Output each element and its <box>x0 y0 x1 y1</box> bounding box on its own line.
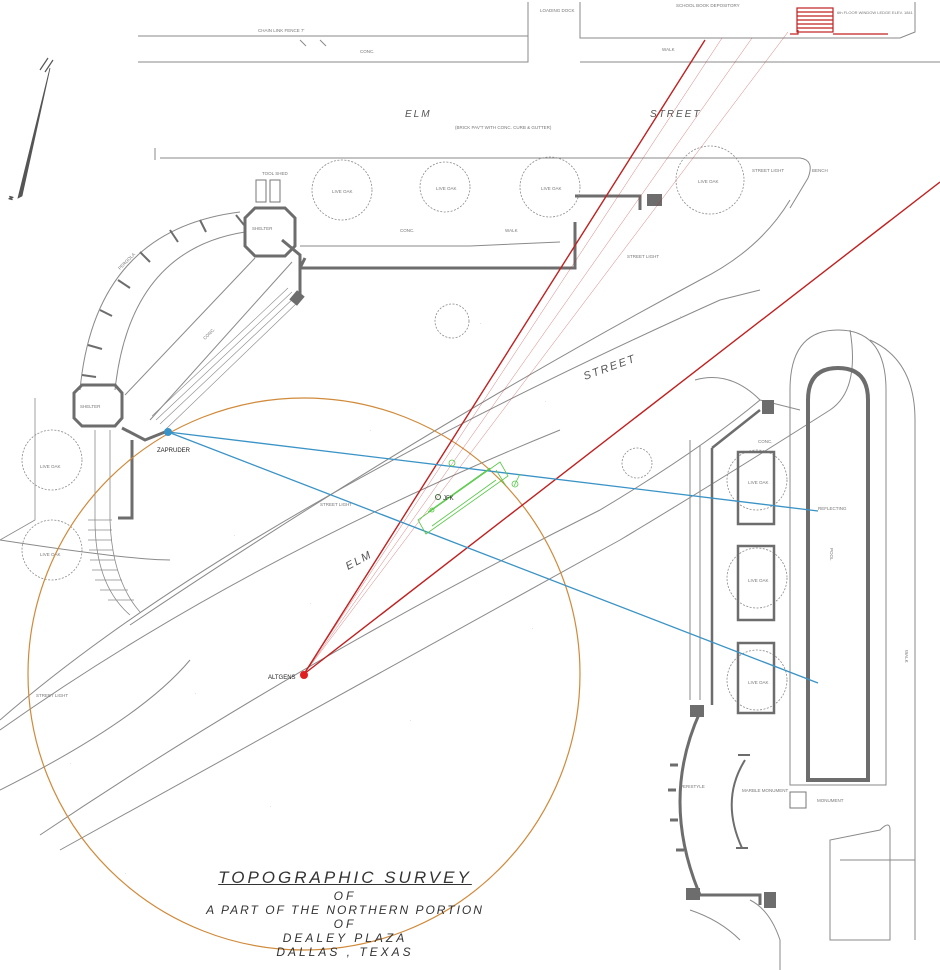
title-line-6: DALLAS , TEXAS <box>276 945 414 959</box>
svg-text:·: · <box>70 761 72 766</box>
wall-block <box>647 194 662 206</box>
marble-monument-label: MARBLE MONUMENT <box>742 788 789 793</box>
bench-label: BENCH <box>812 168 828 173</box>
conc-walk-label: CONC. <box>400 228 415 233</box>
fence-label: CHAIN LINK FENCE 7' <box>258 28 305 33</box>
trees <box>21 145 788 711</box>
live-oak-label-6: LIVE OAK <box>40 552 61 557</box>
live-oak-label-9: LIVE OAK <box>748 680 769 685</box>
pergola-walkway <box>124 257 301 431</box>
svg-text:·: · <box>410 718 412 723</box>
reflecting-label: REFLECTING <box>818 506 847 511</box>
walk-mid-label: WALK <box>505 228 518 233</box>
wall-block <box>289 290 305 306</box>
svg-text:·: · <box>195 691 197 696</box>
jfk-label: JFK <box>443 496 454 502</box>
walk-right-label: WALK <box>904 650 909 663</box>
svg-text:·: · <box>480 321 482 326</box>
svg-text:·: · <box>270 804 272 809</box>
blue-sight-lines <box>167 431 819 684</box>
live-oak-label-5: LIVE OAK <box>40 464 61 469</box>
street-light-label-4: STREET LIGHT <box>36 693 68 698</box>
title-line-1: TOPOGRAPHIC SURVEY <box>218 868 472 887</box>
wall-block <box>762 400 774 414</box>
elm-top-label: ELM <box>405 109 432 120</box>
tool-shed-label: TOOL SHED <box>262 171 289 176</box>
live-oak-label-7: LIVE OAK <box>748 480 769 485</box>
altgens-marker[interactable] <box>300 671 308 679</box>
live-oak-label-8: LIVE OAK <box>748 578 769 583</box>
live-oak-label-2: LIVE OAK <box>436 186 457 191</box>
left-stairs <box>0 398 141 616</box>
conc-pergola-label: CONC. <box>202 327 216 341</box>
red-sight-lines <box>303 31 940 675</box>
shelter-top-label: SHELTER <box>252 226 273 231</box>
svg-text:·: · <box>125 871 127 876</box>
title-line-4: OF <box>333 917 357 931</box>
conc-right-label: CONC. <box>758 439 773 444</box>
svg-text:·: · <box>310 601 312 606</box>
monument-label: MONUMENT <box>817 798 844 803</box>
altgens-label: ALTGENS <box>268 675 296 681</box>
title-line-5: DEALEY PLAZA <box>282 931 408 945</box>
conc-top-label: CONC. <box>360 49 375 54</box>
motorcade-outline <box>417 459 521 535</box>
left-walls <box>118 426 166 520</box>
title-line-3: A PART OF THE NORTHERN PORTION <box>206 903 484 917</box>
street-light-label-2: STREET LIGHT <box>627 254 659 259</box>
range-circle <box>27 397 581 951</box>
elm-street-curbs <box>0 199 853 851</box>
zapruder-label: ZAPRUDER <box>157 448 191 454</box>
peristyle <box>668 705 891 970</box>
depository-label: SCHOOL BOOK DEPOSITORY <box>676 3 740 8</box>
shelter-top <box>243 179 297 258</box>
pool-label: POOL <box>829 548 834 561</box>
north-island <box>154 148 811 247</box>
svg-text:·: · <box>370 428 372 433</box>
svg-text:·: · <box>532 626 534 631</box>
svg-text:·: · <box>234 533 236 538</box>
north-label: N <box>8 196 14 200</box>
street-light-label-3: STREET LIGHT <box>320 502 352 507</box>
zapruder-marker[interactable] <box>164 428 172 436</box>
retaining-walls <box>281 194 642 300</box>
svg-text:·: · <box>545 399 547 404</box>
live-oak-label-3: LIVE OAK <box>541 186 562 191</box>
window-label: 6th FLOOR WINDOW LEDGE ELEV. 1841 <box>837 10 914 15</box>
inner-plots <box>710 409 776 715</box>
elevation-marks: · · · · · · · · · · · · <box>70 314 682 876</box>
street-mid-label: STREET <box>582 353 638 383</box>
shelter-left-label: SHELTER <box>80 404 101 409</box>
title-line-2: OF <box>333 889 357 903</box>
svg-text:·: · <box>680 314 682 319</box>
peristyle-label: PERISTYLE <box>680 784 705 789</box>
sixth-floor-window <box>790 7 888 35</box>
jfk-marker[interactable] <box>435 494 441 500</box>
loading-dock-label: LOADING DOCK <box>540 8 575 13</box>
street-light-label-1: STREET LIGHT <box>752 168 784 173</box>
top-structures <box>138 2 940 63</box>
shelter-left <box>72 383 124 428</box>
north-arrow-icon: N <box>8 57 54 201</box>
street-top-label: STREET <box>650 109 701 120</box>
walk-top-label: WALK <box>662 47 675 52</box>
survey-title: TOPOGRAPHIC SURVEY OF A PART OF THE NORT… <box>205 868 485 959</box>
reflecting-pool <box>789 329 916 940</box>
right-curbs <box>689 377 801 700</box>
pergola-label: PERGOLA <box>117 252 136 271</box>
pergola <box>79 211 246 391</box>
brick-paving-label: (BRICK PAV'T WITH CONC. CURB & GUTTER) <box>455 125 552 130</box>
live-oak-label-1: LIVE OAK <box>332 189 353 194</box>
live-oak-label-4: LIVE OAK <box>698 179 719 184</box>
